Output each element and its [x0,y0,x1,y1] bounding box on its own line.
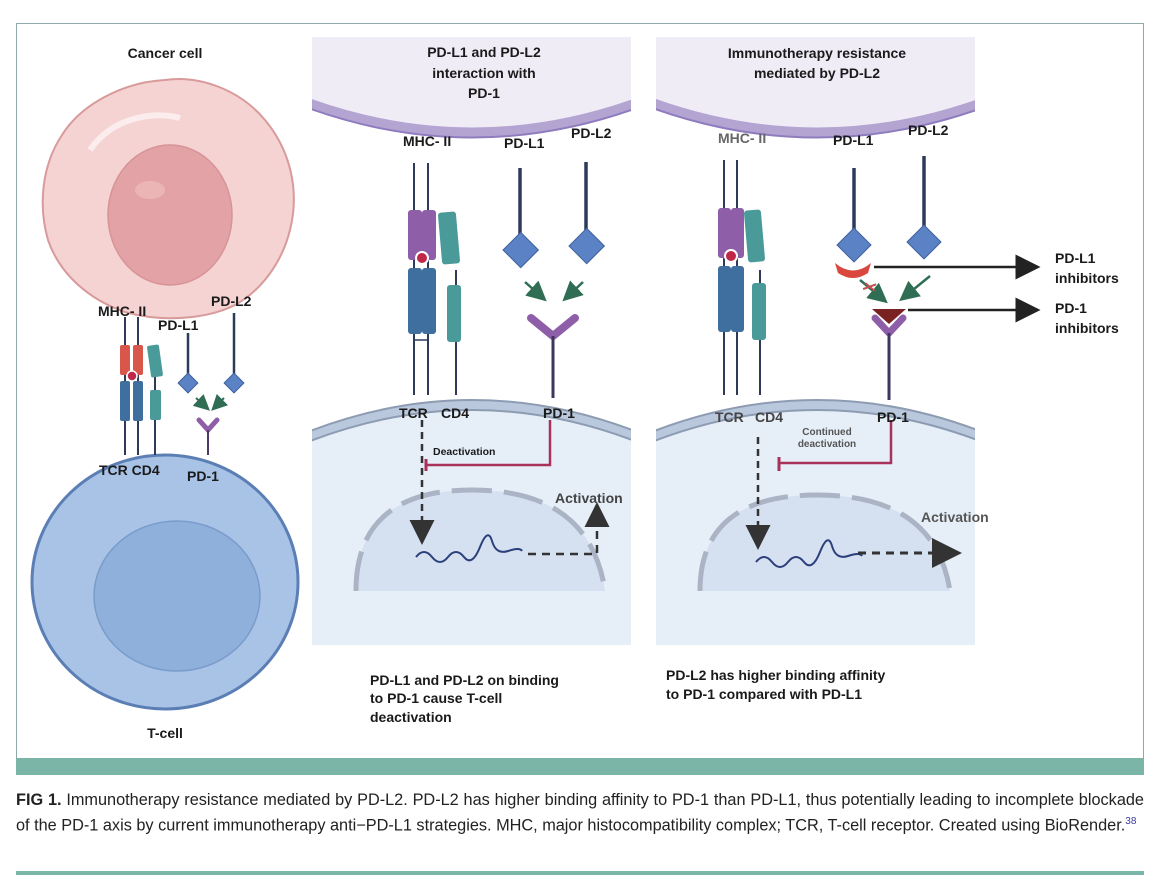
caption-text: Immunotherapy resistance mediated by PD-… [16,791,1144,835]
right-panel [656,37,975,645]
right-pdl2-label: PD-L2 [908,122,949,138]
pd1-inhibitors-label: inhibitors [1055,320,1119,336]
caption-reference[interactable]: 38 [1125,816,1137,827]
left-tcr-cd4-label: TCR CD4 [99,462,160,478]
middle-description-line: to PD-1 cause T-cell [370,690,502,706]
middle-description-line: deactivation [370,709,452,725]
left-pdl1-label: PD-L1 [158,317,199,333]
middle-title-line: PD-1 [468,85,500,101]
right-description-line: to PD-1 compared with PD-L1 [666,686,862,702]
right-cd4-label: CD4 [755,409,783,425]
right-pd1-label: PD-1 [877,409,909,425]
cancer-cell-icon [41,78,295,320]
right-activation-label: Activation [921,509,989,525]
continued-deactivation-label: Continued [802,427,851,438]
caption-bottom-rule [16,871,1144,875]
right-labels: Immunotherapy resistance mediated by PD-… [666,45,1119,702]
left-pd1-label: PD-1 [187,468,219,484]
left-pdl2-label: PD-L2 [211,293,252,309]
middle-description-line: PD-L1 and PD-L2 on binding [370,672,559,688]
right-receptors [718,156,1041,568]
cancer-cell-label: Cancer cell [128,45,203,61]
dna-icon [755,539,863,568]
figure-caption: FIG 1. Immunotherapy resistance mediated… [16,789,1144,836]
left-panel: Cancer cell T-cell [30,45,300,741]
t-cell-label: T-cell [147,725,183,741]
pdl1-inhibitors-label: PD-L1 [1055,250,1096,266]
pdl1-inhibitors-label: inhibitors [1055,270,1119,286]
middle-labels: PD-L1 and PD-L2 interaction with PD-1 MH… [370,44,623,725]
caption-top-rule [16,758,1144,775]
middle-activation-label: Activation [555,490,623,506]
right-mhc-label: MHC- II [718,130,766,146]
continued-deactivation-label: deactivation [798,439,856,450]
diagram: Cancer cell T-cell [30,37,1119,741]
right-tcr-label: TCR [715,409,744,425]
right-pdl1-label: PD-L1 [833,132,874,148]
pd1-inhibitors-label: PD-1 [1055,300,1087,316]
t-cell-icon [30,453,300,711]
pdl1-inhibitor-icon [835,263,871,278]
left-receptor-complex [120,313,245,455]
middle-panel [312,37,631,645]
middle-pdl1-label: PD-L1 [504,135,545,151]
right-description-line: PD-L2 has higher binding affinity [666,667,886,683]
middle-pdl2-label: PD-L2 [571,125,612,141]
dna-icon [415,534,523,563]
left-mhc-label: MHC- II [98,303,146,319]
middle-title-line: interaction with [432,65,535,81]
middle-title-line: PD-L1 and PD-L2 [427,44,541,60]
middle-tcr-label: TCR [399,405,428,421]
middle-receptors [408,162,610,563]
middle-pd1-label: PD-1 [543,405,575,421]
middle-mhc-label: MHC- II [403,133,451,149]
pd1-inhibitor-icon [872,309,906,324]
right-title-line: mediated by PD-L2 [754,65,880,81]
caption-label: FIG 1. [16,791,62,809]
right-title-line: Immunotherapy resistance [728,45,906,61]
deactivation-label: Deactivation [433,446,495,458]
middle-cd4-label: CD4 [441,405,469,421]
